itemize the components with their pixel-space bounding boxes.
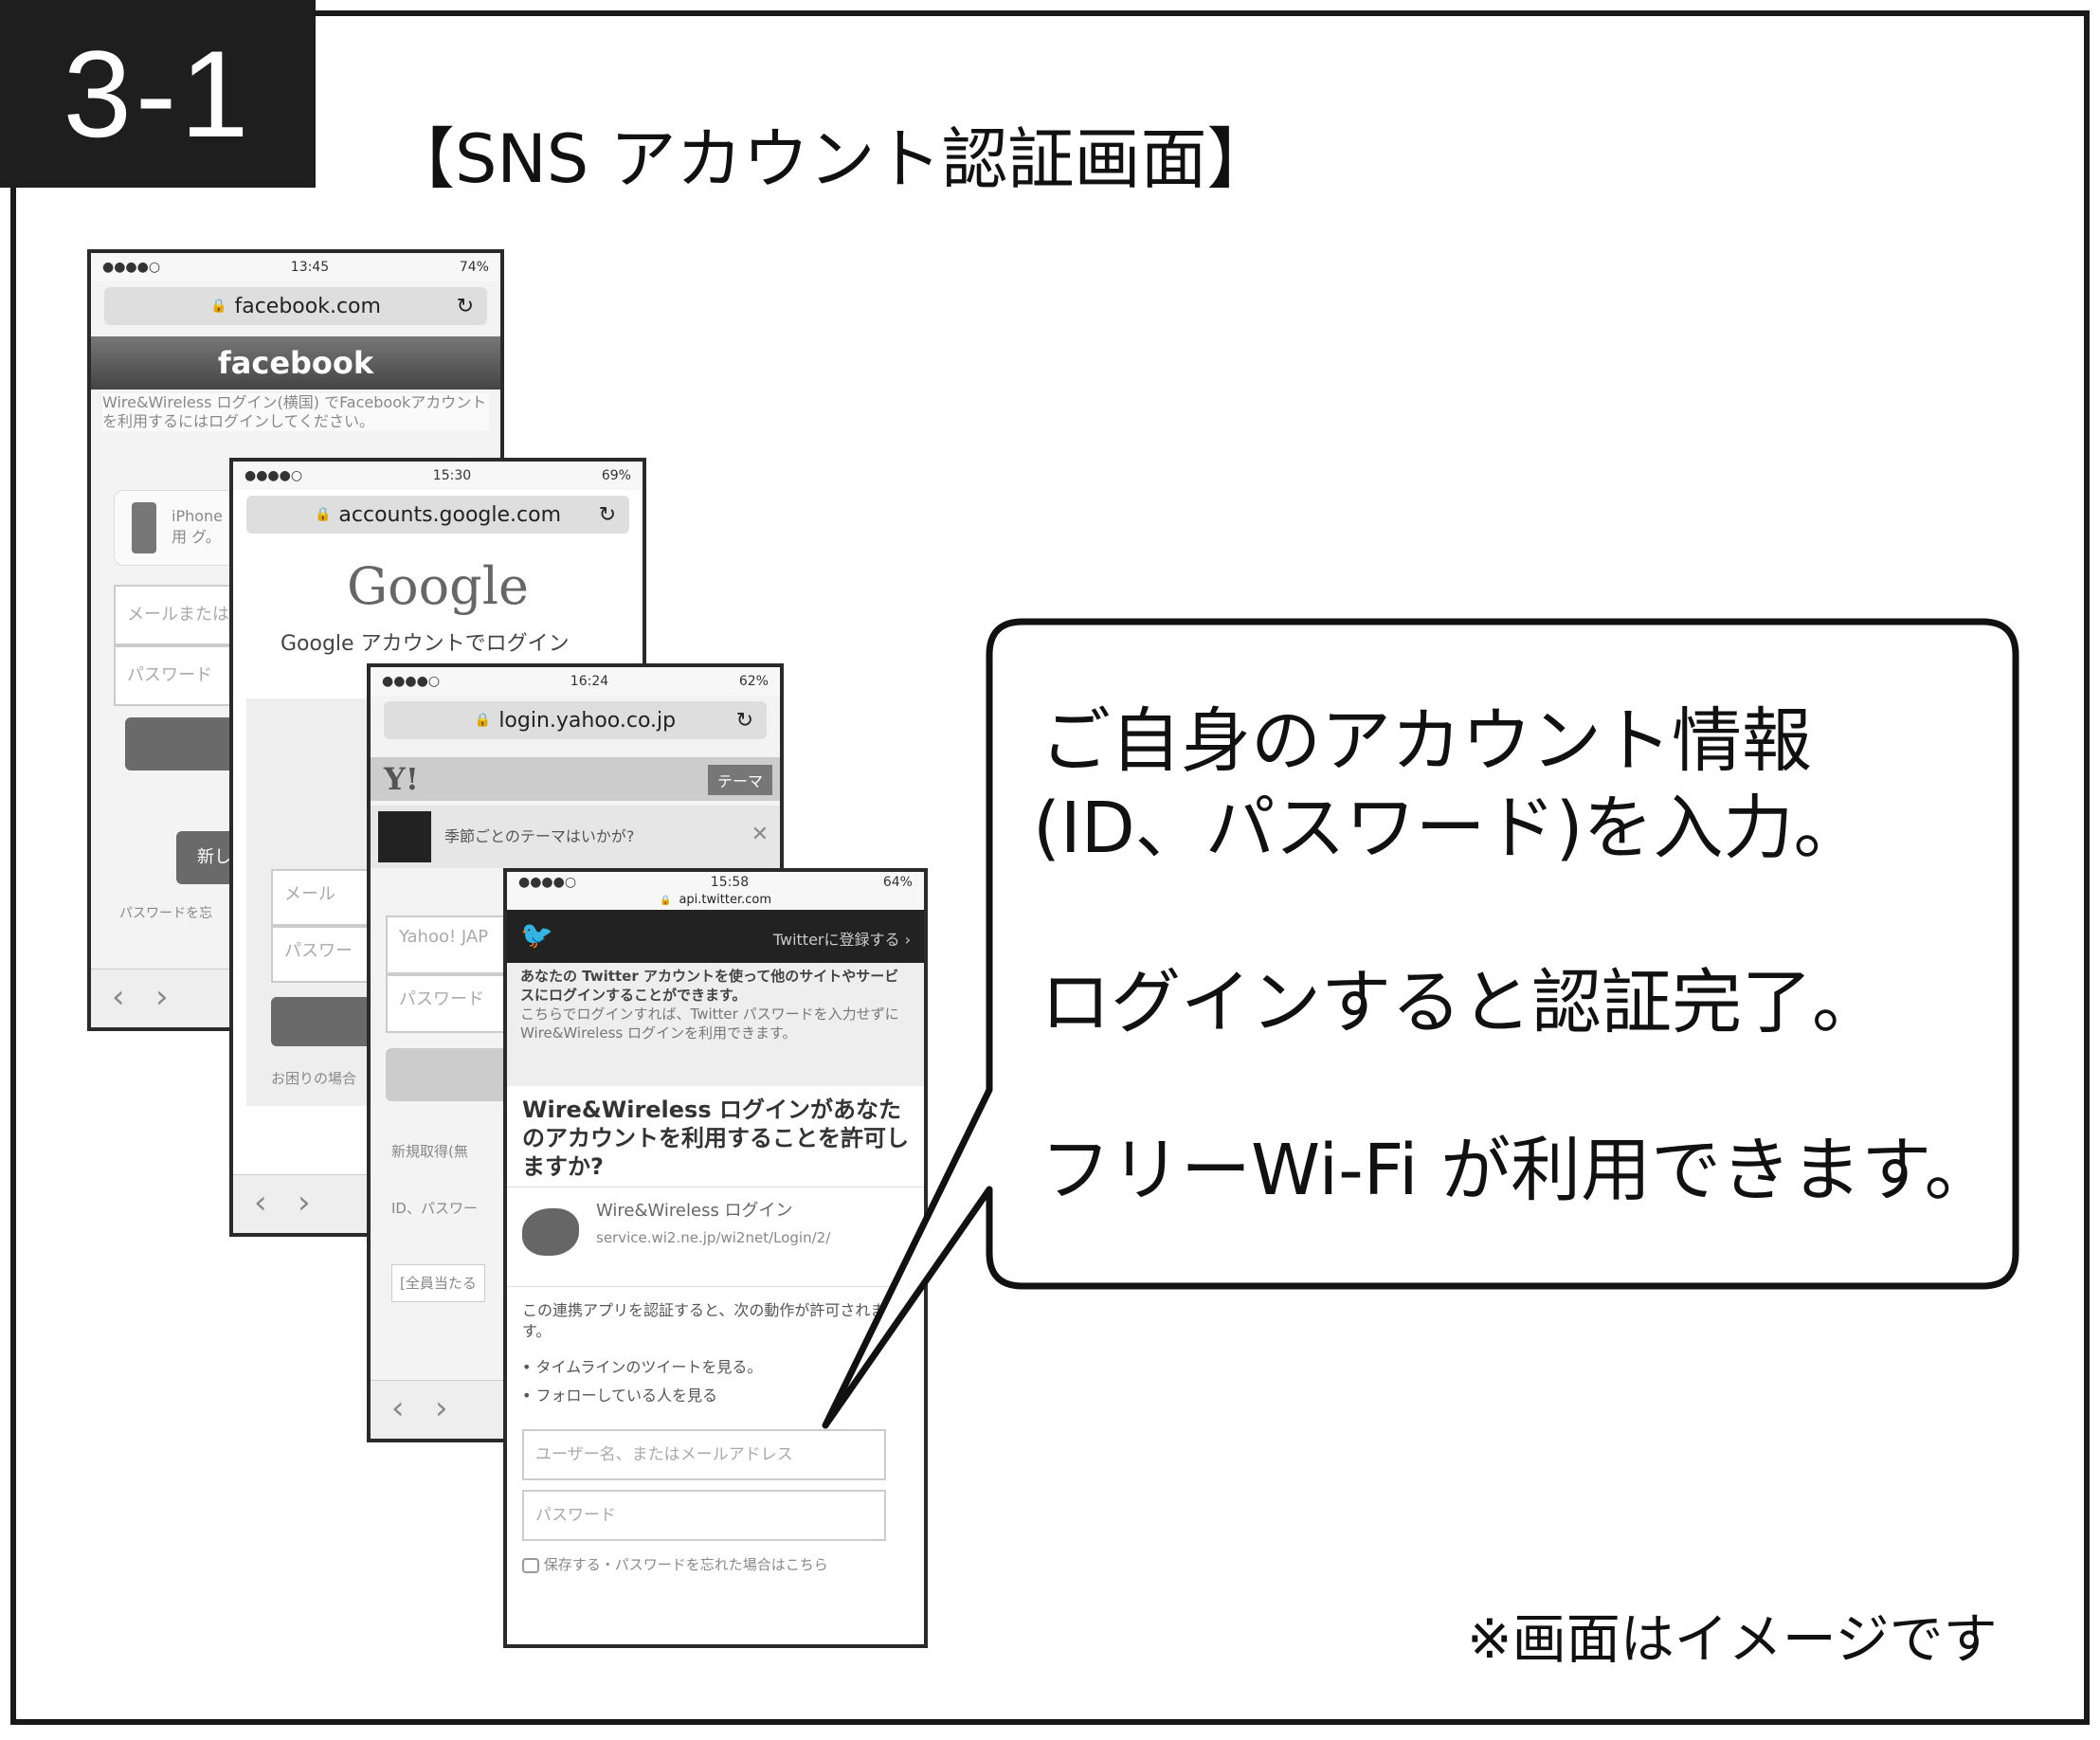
clock: 15:30 [432, 468, 472, 483]
figure-title: 【SNS アカウント認証画面】 [389, 120, 1274, 198]
intro-text: こちらでログインすれば、Twitter パスワードを入力せずにWire&Wire… [520, 1006, 899, 1042]
twitter-bird-icon: 🐦 [520, 919, 553, 951]
reload-icon[interactable]: ↻ [735, 708, 753, 733]
image-note: ※画面はイメージです [1467, 1608, 1998, 1671]
google-logo: Google [347, 556, 529, 616]
url-text: accounts.google.com [338, 502, 561, 527]
app-icon [522, 1208, 579, 1256]
address-bar[interactable]: 🔒 api.twitter.com [507, 893, 924, 910]
reload-icon[interactable]: ↻ [456, 294, 474, 318]
banner-text: 季節ごとのテーマはいかが? [444, 827, 635, 845]
yahoo-logo: Y! [384, 761, 419, 797]
theme-banner: 季節ごとのテーマはいかが? ✕ [371, 806, 780, 868]
status-bar: ●●●●○ 15:58 64% [507, 872, 924, 893]
address-bar[interactable]: 🔒 login.yahoo.co.jp ↻ [384, 701, 767, 739]
remember-text[interactable]: 保存する・パスワードを忘れた場合はこちら [543, 1556, 828, 1573]
callout-line: ご自身のアカウント情報 [1041, 700, 1812, 782]
forward-icon[interactable]: › [298, 1184, 311, 1222]
battery: 74% [459, 260, 489, 275]
battery: 69% [601, 468, 631, 483]
back-icon[interactable]: ‹ [254, 1184, 267, 1222]
remember-checkbox[interactable] [522, 1557, 539, 1573]
figure-frame [10, 10, 2090, 1725]
forward-icon[interactable]: › [155, 978, 169, 1016]
google-subtitle: Google アカウントでログイン [281, 632, 570, 656]
permission-item: • フォローしている人を見る [522, 1387, 718, 1405]
signal-icon: ●●●●○ [244, 468, 303, 483]
lock-icon: 🔒 [210, 299, 227, 314]
app-hint-text: iPhone用 グ。 [172, 507, 224, 546]
app-url: service.wi2.ne.jp/wi2net/Login/2/ [596, 1229, 831, 1246]
intro-bold: あなたの Twitter アカウントを使って他のサイトやサービスにログインするこ… [520, 968, 899, 1004]
password-field[interactable]: パスワード [386, 974, 509, 1033]
close-icon[interactable]: ✕ [751, 823, 769, 846]
battery: 64% [882, 875, 913, 890]
help-link[interactable]: お困りの場合 [271, 1070, 357, 1087]
callout-line: (ID、パスワード)を入力。 [1033, 788, 1864, 869]
twitter-header: 🐦 Twitterに登録する › [507, 910, 924, 963]
url-text: login.yahoo.co.jp [498, 708, 677, 733]
iphone-icon [132, 502, 156, 553]
permission-item: • タイムラインのツイートを見る。 [522, 1358, 763, 1376]
speech-bubble-outline [822, 618, 2019, 1429]
yahoo-header: Y! テーマ [371, 757, 780, 801]
forgot-link[interactable]: パスワードを忘 [119, 906, 212, 921]
callout-line: ログインすると認証完了。 [1041, 962, 1882, 1043]
clock: 13:45 [290, 260, 330, 275]
status-bar: ●●●●○ 16:24 62% [371, 667, 780, 696]
signal-icon: ●●●●○ [102, 260, 161, 275]
lock-icon: 🔒 [474, 713, 492, 728]
url-text: api.twitter.com [679, 893, 771, 907]
address-bar[interactable]: 🔒 accounts.google.com ↻ [246, 496, 629, 534]
battery: 62% [738, 674, 769, 689]
facebook-message: Wire&Wireless ログイン(横国) でFacebookアカウントを利用… [102, 393, 489, 431]
banner-image [378, 811, 431, 862]
password-field[interactable]: パスワード [522, 1490, 886, 1541]
lock-icon: 🔒 [660, 896, 672, 906]
signin-button[interactable] [271, 997, 385, 1046]
permissions-intro: この連携アプリを認証すると、次の動作が許可されます。 [522, 1301, 886, 1340]
facebook-header: facebook [91, 336, 500, 390]
back-icon[interactable]: ‹ [391, 1389, 405, 1427]
forward-icon[interactable]: › [435, 1389, 448, 1427]
status-bar: ●●●●○ 15:30 69% [233, 462, 643, 490]
login-button[interactable] [386, 1048, 509, 1101]
remember-row: 保存する・パスワードを忘れた場合はこちら [522, 1554, 828, 1575]
callout-line: フリーWi-Fi が利用できます。 [1041, 1130, 1995, 1211]
signal-icon: ●●●●○ [382, 674, 441, 689]
intro-section: あなたの Twitter アカウントを使って他のサイトやサービスにログインするこ… [507, 963, 924, 1086]
permission-text: フォローしている人を見る [535, 1387, 718, 1405]
address-bar[interactable]: 🔒 facebook.com ↻ [104, 287, 487, 325]
signal-icon: ●●●●○ [518, 875, 577, 890]
theme-button[interactable]: テーマ [707, 765, 772, 795]
lock-icon: 🔒 [314, 507, 332, 522]
username-field[interactable]: ユーザー名、またはメールアドレス [522, 1429, 886, 1480]
authorize-question: Wire&Wireless ログインがあなたのアカウントを利用することを許可しま… [522, 1097, 909, 1180]
forgot-link[interactable]: ID、パスワー [391, 1200, 478, 1217]
permission-text: タイムラインのツイートを見る。 [535, 1358, 763, 1376]
signup-link[interactable]: Twitterに登録する › [772, 931, 911, 949]
campaign-link[interactable]: [全員当たる [391, 1264, 485, 1302]
figure-number: 3-1 [0, 0, 316, 188]
signup-link[interactable]: 新規取得(無 [391, 1143, 468, 1160]
app-info: Wire&Wireless ログイン service.wi2.ne.jp/wi2… [507, 1187, 924, 1287]
clock: 15:58 [710, 875, 750, 890]
url-text: facebook.com [234, 294, 381, 318]
back-icon[interactable]: ‹ [112, 978, 125, 1016]
status-bar: ●●●●○ 13:45 74% [91, 253, 500, 281]
clock: 16:24 [570, 674, 609, 689]
reload-icon[interactable]: ↻ [598, 502, 616, 527]
app-name: Wire&Wireless ログイン [596, 1201, 793, 1221]
